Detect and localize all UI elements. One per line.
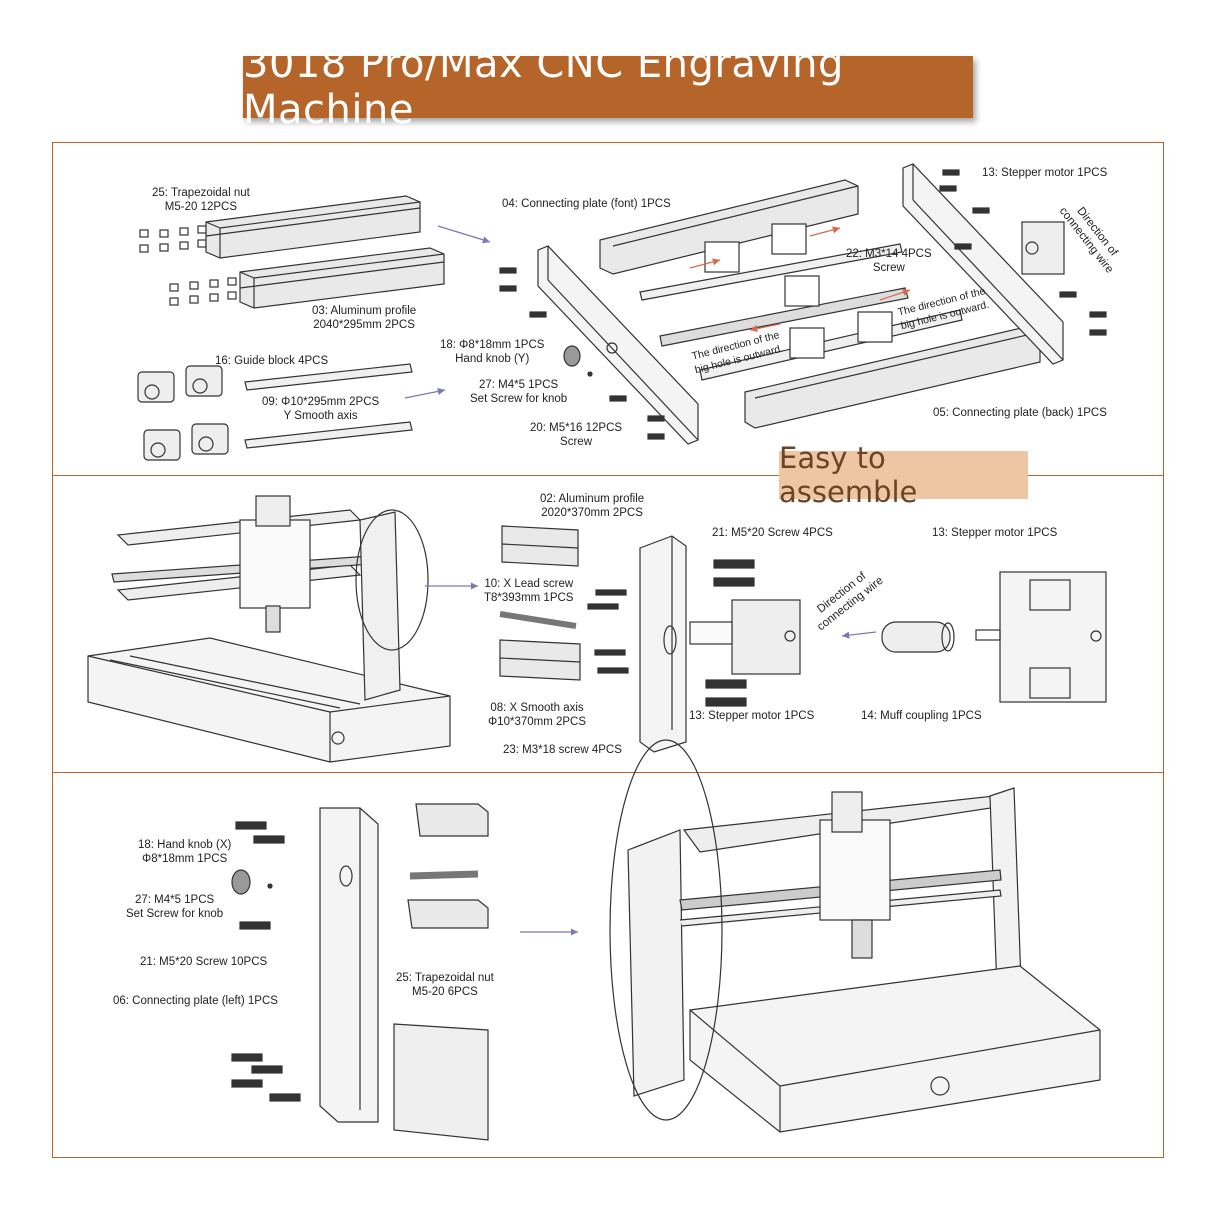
label-line: 25: Trapezoidal nut	[396, 972, 494, 984]
stepper-motor-icon	[1021, 221, 1065, 275]
label-line: Φ8*18mm 1PCS	[142, 853, 228, 865]
label-smooth-axis: 09: Φ10*295mm 2PCS Y Smooth axis	[262, 395, 379, 423]
left-connecting-plate-icon	[319, 807, 379, 1123]
label-m5-screw-21: 21: M5*20 Screw 4PCS	[712, 527, 833, 539]
label-line: Screw	[560, 436, 592, 448]
cnc-frame-partial-icon	[87, 495, 451, 763]
label-line: Hand knob (Y)	[455, 353, 530, 365]
label-line: 27: M4*5 1PCS	[478, 379, 559, 391]
aluminum-profile-icon	[205, 195, 445, 309]
screws-icon	[499, 169, 1107, 440]
guide-block-icon	[137, 365, 229, 461]
cnc-machine-complete-icon	[609, 739, 1101, 1133]
x-lead-screw-icon	[499, 611, 577, 629]
label-line: 20: M5*16 12PCS	[530, 422, 623, 434]
y-smooth-axis-icon	[244, 363, 413, 449]
label-line: Set Screw for knob	[126, 908, 224, 920]
label-hand-knob-x: 18: Hand knob (X) Φ8*18mm 1PCS	[138, 838, 231, 866]
label-stepper-motor-p2b: 13: Stepper motor 1PCS	[689, 710, 815, 722]
x-stepper-motor-icon	[689, 599, 801, 675]
label-line: 2020*370mm 2PCS	[541, 507, 643, 519]
label-line: M5-20 6PCS	[411, 986, 478, 998]
label-guide-block: 16: Guide block 4PCS	[215, 355, 329, 367]
label-m5-screw-p3: 21: M5*20 Screw 10PCS	[140, 956, 268, 968]
label-trap-nut: 25: Trapezoidal nut M5-20 12PCS	[152, 186, 250, 214]
muff-coupling-icon	[881, 621, 955, 653]
label-m5-screw-20: 20: M5*16 12PCS Screw	[530, 421, 622, 449]
label-left-plate: 06: Connecting plate (left) 1PCS	[113, 995, 278, 1007]
label-x-lead-screw: 10: X Lead screw T8*393mm 1PCS	[484, 577, 573, 605]
label-line: Φ10*370mm 2PCS	[488, 716, 587, 728]
stepper-motor-large-icon	[975, 571, 1107, 703]
label-stepper-motor-p2a: 13: Stepper motor 1PCS	[932, 527, 1058, 539]
label-set-screw: 27: M4*5 1PCS Set Screw for knob	[470, 378, 567, 406]
label-line: T8*393mm 1PCS	[484, 592, 574, 604]
label-m3-screw-23: 23: M3*18 screw 4PCS	[503, 744, 622, 756]
label-alu-profile-02: 02: Aluminum profile 2020*370mm 2PCS	[540, 492, 644, 520]
label-line: 27: M4*5 1PCS	[134, 894, 215, 906]
page-title: 3018 Pro/Max CNC Engraving Machine	[243, 41, 844, 133]
panel-left-plate-assembly	[52, 772, 1164, 1158]
label-back-plate: 05: Connecting plate (back) 1PCS	[933, 407, 1107, 419]
label-hand-knob-y: 18: Φ8*18mm 1PCS Hand knob (Y)	[440, 338, 544, 366]
label-line: 02: Aluminum profile	[540, 493, 645, 505]
front-connecting-plate-icon	[537, 245, 699, 445]
label-line: 10: X Lead screw	[484, 578, 574, 590]
left-profiles-icon	[393, 803, 489, 1141]
label-m3-screw-22: 22: M3*14 4PCS Screw	[846, 247, 932, 275]
easy-assemble-badge: Easy to assemble	[779, 441, 1028, 509]
label-front-plate: 04: Connecting plate (font) 1PCS	[502, 198, 671, 210]
label-line: Y Smooth axis	[283, 410, 358, 422]
label-x-smooth-axis: 08: X Smooth axis Φ10*370mm 2PCS	[488, 701, 586, 729]
x-connecting-plate-icon	[639, 535, 687, 753]
label-line: Set Screw for knob	[470, 393, 568, 405]
label-line: 09: Φ10*295mm 2PCS	[262, 396, 380, 408]
title-banner: 3018 Pro/Max CNC Engraving Machine	[243, 41, 973, 133]
label-line: 22: M3*14 4PCS	[846, 248, 932, 260]
back-connecting-plate-icon	[902, 163, 1064, 365]
label-line: 25: Trapezoidal nut	[152, 187, 250, 199]
label-line: 18: Φ8*18mm 1PCS	[440, 339, 545, 351]
label-alu-profile-03: 03: Aluminum profile 2040*295mm 2PCS	[312, 304, 416, 332]
label-line: 03: Aluminum profile	[312, 305, 417, 317]
left-screws-icon	[231, 821, 301, 1102]
label-line: 08: X Smooth axis	[490, 702, 584, 714]
label-set-screw-p3: 27: M4*5 1PCS Set Screw for knob	[126, 893, 223, 921]
label-muff-coupling: 14: Muff coupling 1PCS	[861, 710, 982, 722]
y-rails-icon	[599, 179, 1041, 429]
label-line: 2040*295mm 2PCS	[313, 319, 415, 331]
label-line: 18: Hand knob (X)	[138, 839, 232, 851]
x-screws-icon	[587, 559, 755, 707]
label-stepper-motor-p1: 13: Stepper motor 1PCS	[982, 167, 1108, 179]
label-line: M5-20 12PCS	[164, 201, 238, 213]
x-aluminum-profile-icon	[499, 525, 581, 681]
label-line: Screw	[872, 262, 905, 274]
label-trap-nut-p3: 25: Trapezoidal nut M5-20 6PCS	[396, 971, 494, 999]
left-hand-knob-icon	[231, 869, 273, 895]
badge-label: Easy to assemble	[779, 441, 918, 509]
hand-knob-icon	[563, 345, 593, 377]
